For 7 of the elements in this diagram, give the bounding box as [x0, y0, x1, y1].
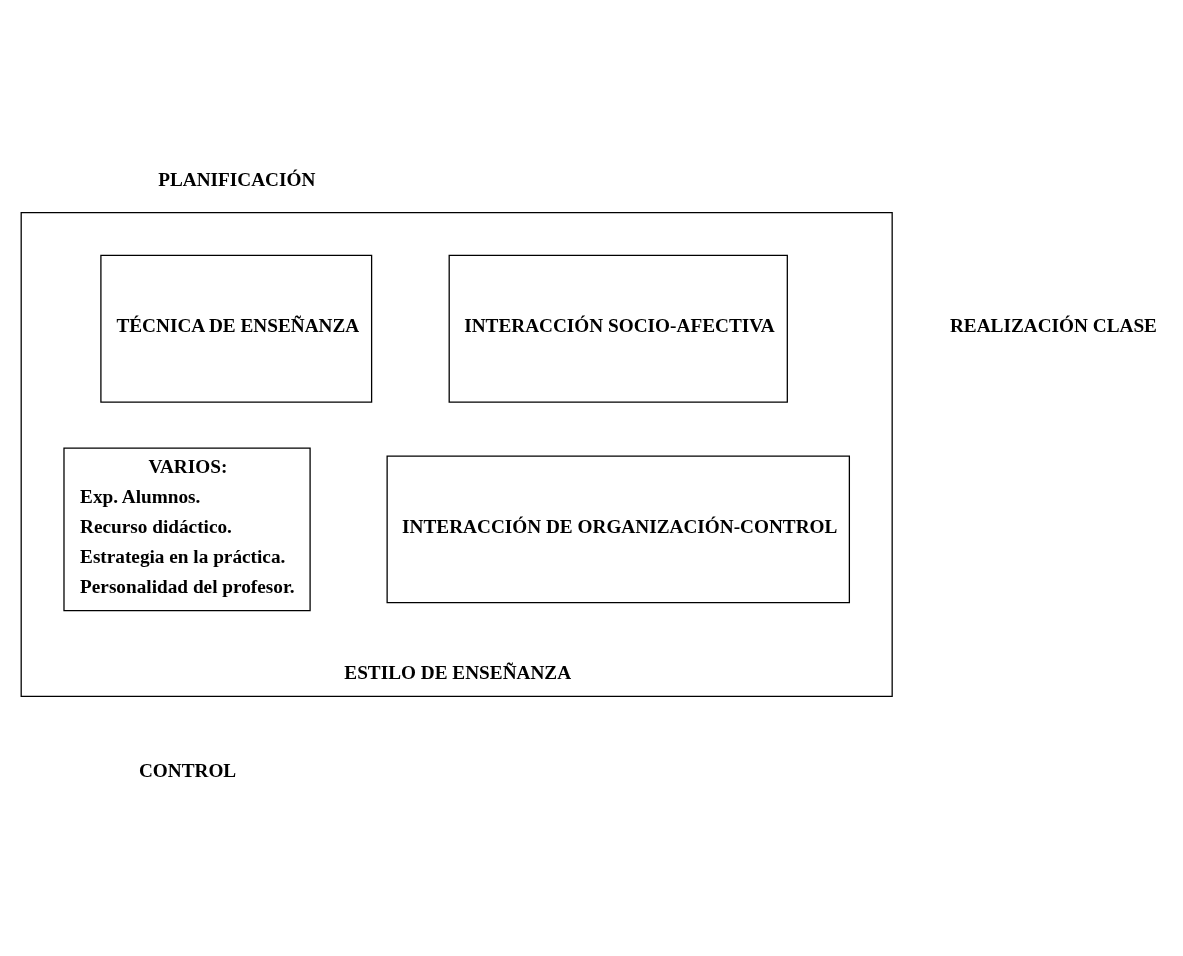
- node-box: INTERACCIÓN DE ORGANIZACIÓN-CONTROL: [386, 455, 850, 604]
- label: PLANIFICACIÓN: [158, 169, 316, 191]
- node-box: TÉCNICA DE ENSEÑANZA: [100, 254, 373, 403]
- label: CONTROL: [138, 759, 237, 781]
- node-box: INTERACCIÓN SOCIO-AFECTIVA: [448, 254, 788, 403]
- node-box: VARIOS: Exp. Alumnos. Recurso didáctico. Estrategia en la práctica. Personalidad del profesor.: [63, 447, 311, 612]
- label: REALIZACIÓN CLASE: [949, 315, 1157, 337]
